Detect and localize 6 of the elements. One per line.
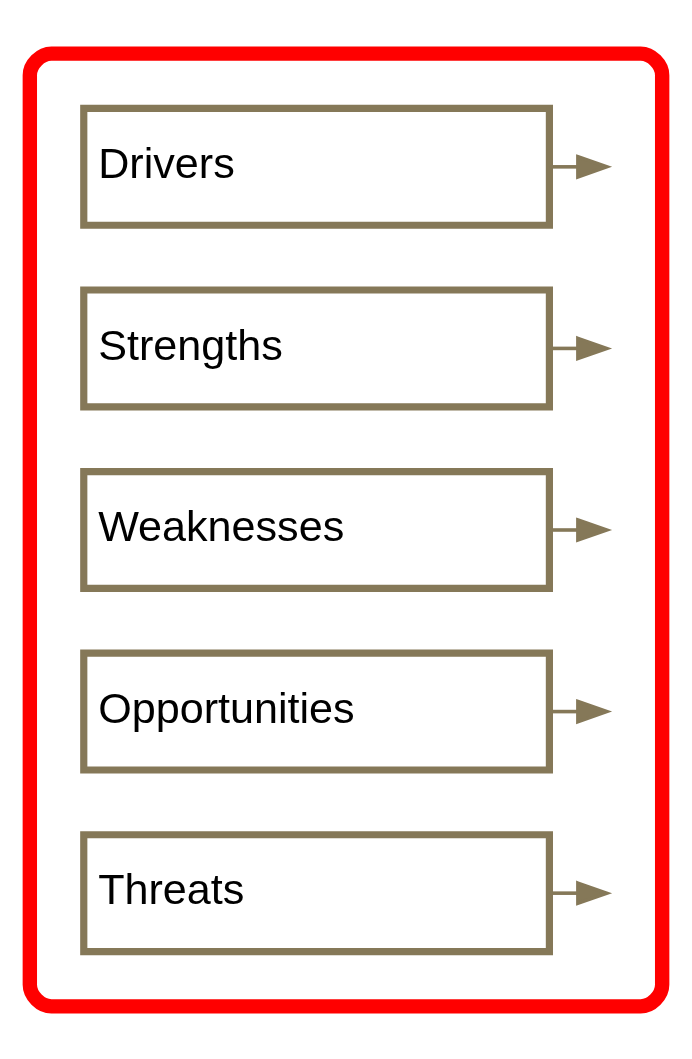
node-box: Weaknesses: [80, 467, 553, 592]
cluster: [22, 45, 670, 1014]
node-box: Drivers: [80, 104, 553, 229]
node-box: Strengths: [80, 285, 553, 410]
node-box: Threats: [80, 830, 553, 955]
node-box: Opportunities: [80, 649, 553, 774]
